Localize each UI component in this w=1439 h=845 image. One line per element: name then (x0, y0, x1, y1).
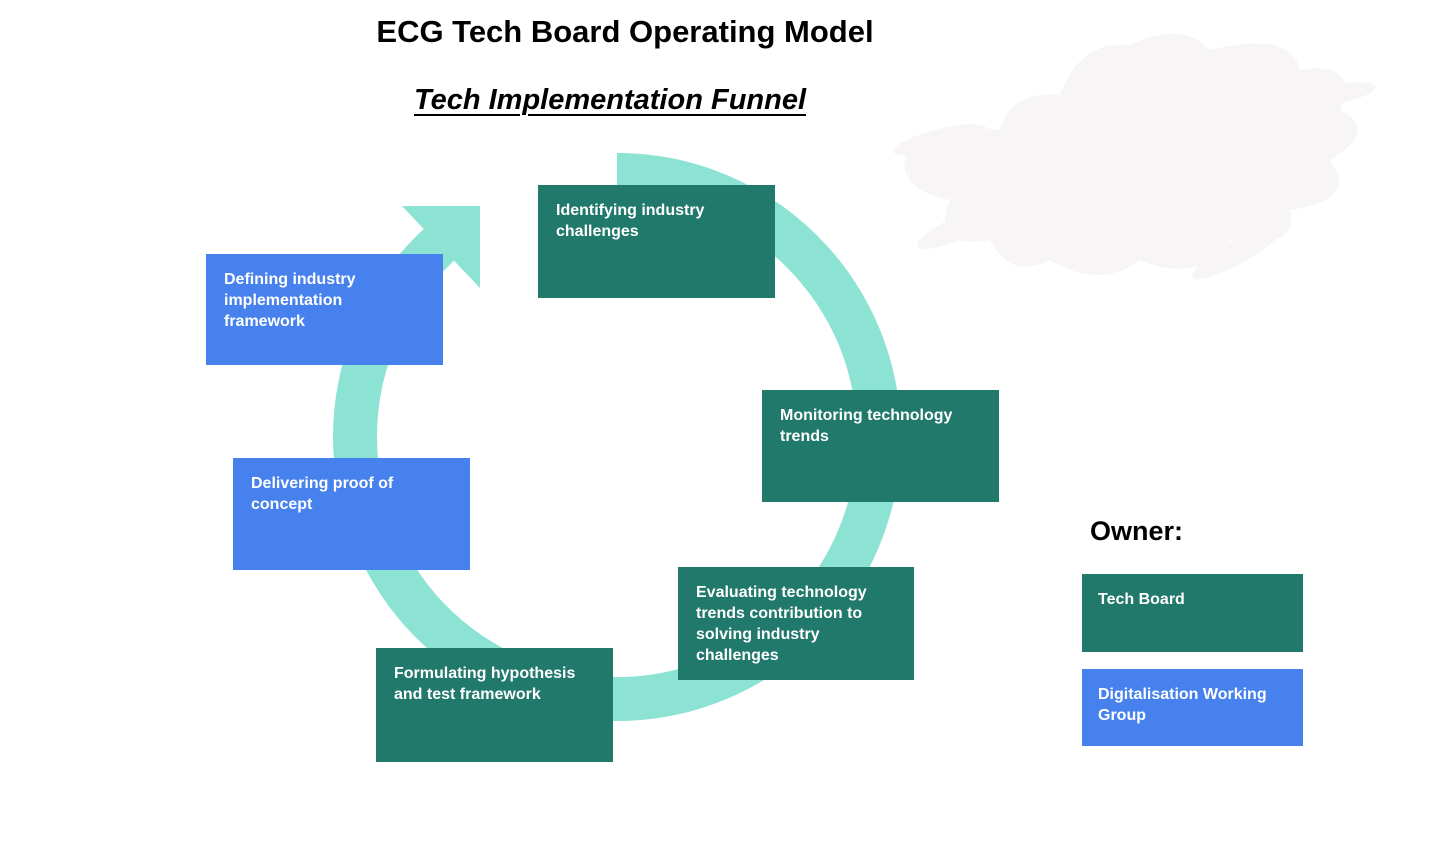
funnel-step-evaluating-technology-trends: Evaluating technology trends contributio… (678, 567, 914, 680)
funnel-step-identifying-industry-challenges: Identifying industry challenges (538, 185, 775, 298)
legend-item-label: Tech Board (1098, 591, 1185, 608)
cycle-arrowhead-icon (402, 206, 480, 288)
funnel-step-label: Monitoring technology trends (780, 407, 953, 445)
funnel-step-formulating-hypothesis: Formulating hypothesis and test framewor… (376, 648, 613, 762)
subtitle: Tech Implementation Funnel (413, 84, 807, 116)
erased-scribble-watermark-icon (893, 33, 1376, 280)
funnel-step-label: Defining industry implementation framewo… (224, 271, 356, 330)
funnel-step-monitoring-technology-trends: Monitoring technology trends (762, 390, 999, 502)
legend-heading: Owner: (1090, 516, 1184, 546)
legend-item-tech-board: Tech Board (1082, 574, 1303, 652)
funnel-step-label: Delivering proof of concept (251, 475, 394, 513)
legend-item-digitalisation-working-group: Digitalisation Working Group (1082, 669, 1303, 746)
legend-item-label: Digitalisation Working Group (1098, 686, 1267, 724)
cycle-arrow-icon (333, 153, 901, 721)
funnel-step-label: Identifying industry challenges (556, 202, 705, 240)
funnel-step-label: Evaluating technology trends contributio… (696, 584, 867, 664)
funnel-step-label: Formulating hypothesis and test framewor… (394, 665, 576, 703)
funnel-step-delivering-proof-of-concept: Delivering proof of concept (233, 458, 470, 570)
page-title: ECG Tech Board Operating Model (376, 14, 874, 49)
funnel-step-defining-implementation-framework: Defining industry implementation framewo… (206, 254, 443, 365)
